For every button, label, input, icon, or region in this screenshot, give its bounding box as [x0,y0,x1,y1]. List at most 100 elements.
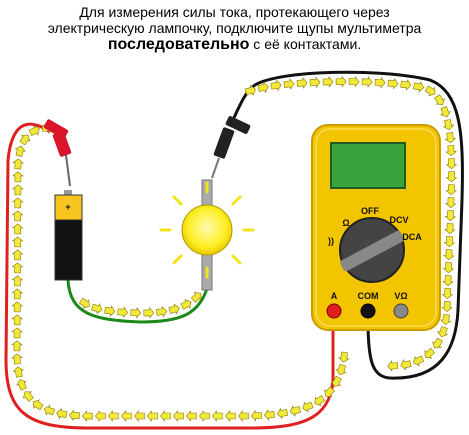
jack-label-com: COM [358,291,379,301]
flow-arrow [28,125,40,137]
flow-arrow [442,262,455,274]
jack-label-a: A [331,291,338,301]
flow-arrow [12,158,24,170]
flow-arrow [444,223,456,235]
multimeter-display [330,142,406,189]
flow-arrow [11,353,23,365]
flow-arrow [11,197,24,209]
flow-arrow [43,404,56,416]
flow-arrow [309,76,321,89]
flow-arrow [156,305,168,318]
flow-arrow [442,275,454,287]
flow-arrow [11,210,24,222]
flow-arrow [445,158,458,170]
flow-arrow [335,363,347,376]
flow-arrow [82,410,93,422]
flow-arrow [413,81,425,93]
jack-v[interactable] [393,303,409,319]
jack-label-v: VΩ [394,291,407,301]
jack-a[interactable] [326,303,342,319]
flow-arrow [439,106,452,118]
bulb-rays [159,181,255,279]
flow-arrow [443,249,455,261]
flow-arrow [190,291,202,303]
flow-arrow [69,409,80,422]
flow-arrow [445,184,458,196]
flow-arrow [244,84,256,96]
black-wire-right [230,70,464,380]
flow-arrow [441,288,454,299]
red-wire-left [4,122,335,430]
flow-arrow [257,81,269,94]
caption-line-2: электрическую лампочку, подключите щупы … [47,20,422,36]
flow-arrow [251,409,262,422]
flow-arrow [400,79,412,91]
flow-arrow [11,275,24,287]
flow-arrow [121,410,132,422]
flow-arrow [314,395,326,407]
flow-arrow [186,410,197,422]
flow-arrow [78,297,90,309]
flow-arrow [134,410,145,422]
flow-arrow [424,85,436,97]
flow-arrow [11,301,24,313]
caption-line-1: Для измерения силы тока, протекающего че… [79,4,390,20]
flow-arrow [335,75,347,88]
multimeter: OFF Ω DCV DCA )) A COM VΩ [311,124,441,331]
flow-arrow [32,399,44,411]
label-dcv: DCV [389,215,408,225]
selector-knob[interactable] [339,230,405,273]
battery-plus-sign: + [65,202,70,212]
flow-arrow [95,410,106,422]
caption: Для измерения силы тока, протекающего че… [0,4,469,53]
flow-arrow [400,359,412,371]
flow-arrow [225,410,236,422]
flow-arrow [283,78,295,90]
flow-arrow [276,407,288,420]
flow-arrow [173,410,184,422]
flow-arrow [22,391,34,402]
battery: + [54,190,83,281]
flow-arrow [348,75,360,88]
flow-arrow [117,306,129,319]
flow-arrow [19,134,31,146]
flow-arrow [296,77,308,89]
flow-arrow [199,410,210,422]
light-bulb [159,179,255,291]
flow-arrow [440,313,452,325]
flow-arrow [11,223,24,235]
caption-emphasis: последовательно [107,36,250,53]
label-sound: )) [328,236,334,246]
flow-arrow [270,79,282,92]
flow-arrow [212,410,223,422]
flow-arrow [11,288,24,300]
flow-arrow [322,75,334,88]
flow-arrow [91,303,103,315]
flow-arrow [338,351,350,363]
flow-arrow [11,262,24,274]
flow-arrow [147,410,158,422]
flow-arrow [11,249,24,261]
red-probe[interactable] [43,119,72,187]
jack-com[interactable] [360,303,376,319]
label-dca: DCA [402,232,422,242]
current-flow-arrows [11,75,458,422]
flow-arrow [424,347,436,359]
flow-arrow [443,236,456,248]
flow-arrow [374,76,386,89]
flow-arrow [12,184,24,196]
flow-arrow [11,327,23,339]
flow-arrow [330,375,342,387]
flow-arrow [12,366,25,378]
flow-arrow [14,145,26,157]
flow-arrow [302,401,314,413]
flow-arrow [180,298,192,310]
flow-arrow [56,407,68,420]
flow-arrow [445,171,458,183]
flow-arrow [11,236,24,248]
flow-arrow [324,386,335,398]
flow-arrow [444,197,457,209]
flow-arrow [130,307,142,319]
caption-line-3: последовательно с её контактами. [0,36,469,53]
black-probe[interactable] [211,115,251,179]
